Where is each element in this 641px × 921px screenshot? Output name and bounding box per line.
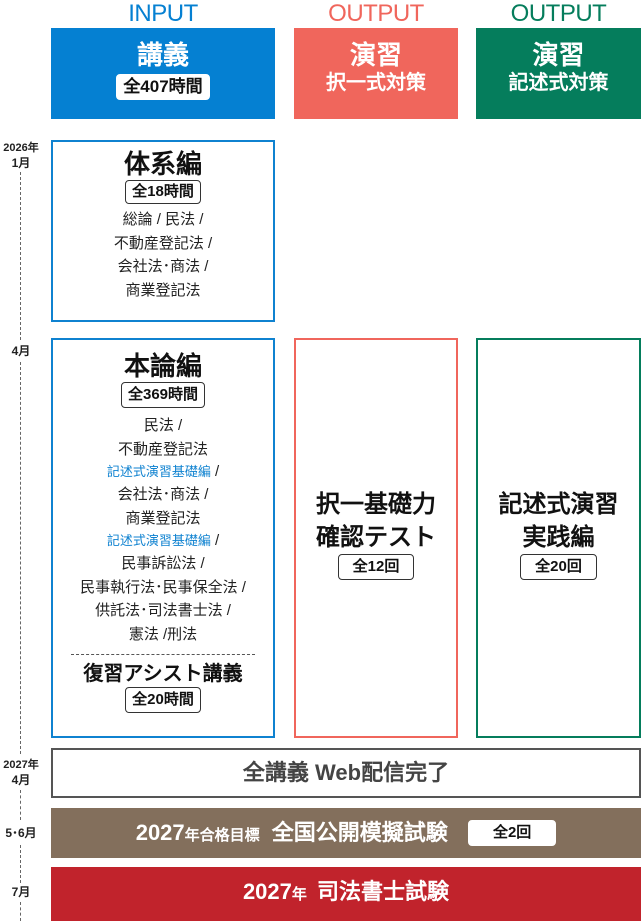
taikei-title: 体系編 — [123, 149, 202, 179]
written-basics-label: 記述式演習基礎編 — [106, 464, 211, 479]
exam-year: 2027 — [242, 879, 292, 904]
subject-text: 憲法 /刑法 — [128, 625, 198, 643]
subject-text: 民事訴訟法 / — [121, 555, 205, 572]
timeline-line — [20, 790, 21, 820]
written-practice-box: 記述式演習 実践編 全20回 — [476, 338, 641, 738]
multiple-choice-header: 演習 択一式対策 — [294, 28, 458, 119]
honron-course-box: 本論編 全369時間 民法 /不動産登記法記述式演習基礎編 /会社法･商法 /商… — [51, 338, 275, 738]
input-heading: INPUT — [128, 0, 198, 27]
exam-label: 司法書士試験 — [317, 879, 450, 904]
practice-title-line2: 実践編 — [522, 524, 595, 551]
test-title-line1: 択一基礎力 — [316, 491, 436, 518]
test-title-line2: 確認テスト — [316, 524, 436, 551]
subject-line: 商業登記法 — [125, 281, 201, 299]
exercise-subtitle: 記述式対策 — [508, 72, 609, 94]
timeline-year: 2026年 — [3, 142, 39, 154]
exercise-title: 演習 — [532, 40, 585, 70]
subject-text: 供託法･司法書士法 / — [95, 602, 231, 619]
subject-line: 記述式演習基礎編 / — [53, 530, 273, 552]
written-header: 演習 記述式対策 — [476, 28, 641, 119]
practice-count-badge: 全20回 — [520, 554, 597, 580]
mock-year-suffix: 年合格目標 — [184, 827, 260, 844]
web-delivery-complete-bar: 全講義 Web配信完了 — [51, 748, 641, 798]
timeline-line — [20, 845, 21, 883]
subject-line: 会社法･商法 / — [117, 258, 209, 275]
written-basics-label: 記述式演習基礎編 — [106, 533, 211, 548]
timeline-line — [20, 902, 21, 921]
practice-title-line1: 記述式演習 — [498, 491, 619, 518]
subject-text: 不動産登記法 — [117, 440, 208, 458]
lecture-hours-badge: 全407時間 — [116, 74, 210, 100]
mock-count-badge: 全2回 — [467, 820, 557, 846]
divider — [71, 654, 255, 655]
subject-line: 供託法･司法書士法 / — [53, 599, 273, 623]
exercise-title: 演習 — [349, 40, 402, 70]
timeline-line — [20, 362, 21, 754]
honron-title: 本論編 — [123, 351, 202, 381]
timeline-apr: 4月 — [11, 344, 31, 358]
mock-exam-bar: 2027年合格目標 全国公開模擬試験 全2回 — [51, 808, 641, 858]
timeline-line — [20, 172, 21, 340]
subject-line: 総論 / 民法 / — [122, 211, 204, 228]
exercise-subtitle: 択一式対策 — [326, 72, 426, 94]
mock-year: 2027 — [135, 820, 185, 845]
subject-line: 憲法 /刑法 — [53, 623, 273, 647]
timeline-may-jun: 5･6月 — [5, 826, 37, 840]
taikei-hours-badge: 全18時間 — [125, 180, 201, 204]
subject-text: 会社法･商法 / — [117, 486, 209, 503]
subject-text: 民事執行法･民事保全法 / — [80, 578, 246, 596]
honron-hours-badge: 全369時間 — [120, 382, 206, 408]
subject-text: 民法 / — [143, 417, 183, 434]
subject-line: 民事執行法･民事保全法 / — [53, 576, 273, 600]
subject-line: 記述式演習基礎編 / — [53, 461, 273, 483]
subject-line: 民事訴訟法 / — [53, 552, 273, 576]
timeline-2026-jan: 2026年 1月 — [0, 141, 42, 171]
timeline-month: 4月 — [11, 773, 31, 787]
judicial-scrivener-exam-bar: 2027年 司法書士試験 — [51, 867, 641, 921]
subject-line: 会社法･商法 / — [53, 483, 273, 507]
mock-label: 全国公開模擬試験 — [271, 820, 448, 845]
review-assist-title: 復習アシスト講義 — [83, 663, 243, 685]
separator: / — [210, 463, 220, 480]
multiple-choice-test-box: 択一基礎力 確認テスト 全12回 — [294, 338, 458, 738]
timeline-month: 1月 — [11, 156, 31, 170]
exam-year-suffix: 年 — [291, 886, 307, 903]
honron-subjects: 民法 /不動産登記法記述式演習基礎編 /会社法･商法 /商業登記法記述式演習基礎… — [53, 414, 273, 646]
subject-text: 商業登記法 — [125, 509, 201, 527]
output-heading-written: OUTPUT — [510, 0, 607, 27]
lecture-title: 講義 — [136, 40, 189, 70]
timeline-jul: 7月 — [11, 885, 31, 899]
taikei-subjects: 総論 / 民法 / 不動産登記法 / 会社法･商法 / 商業登記法 — [53, 208, 273, 302]
subject-line: 不動産登記法 — [53, 438, 273, 462]
subject-line: 不動産登記法 / — [113, 234, 213, 252]
subject-line: 民法 / — [53, 414, 273, 438]
lecture-header: 講義 全407時間 — [51, 28, 275, 119]
separator: / — [210, 532, 220, 549]
review-hours-badge: 全20時間 — [125, 687, 201, 713]
subject-line: 商業登記法 — [53, 507, 273, 531]
timeline-2027-apr: 2027年 4月 — [0, 758, 42, 788]
test-count-badge: 全12回 — [337, 554, 415, 580]
taikei-course-box: 体系編 全18時間 総論 / 民法 / 不動産登記法 / 会社法･商法 / 商業登記法 — [51, 140, 275, 322]
output-heading-multiple-choice: OUTPUT — [328, 0, 424, 27]
timeline-year: 2027年 — [3, 759, 39, 771]
